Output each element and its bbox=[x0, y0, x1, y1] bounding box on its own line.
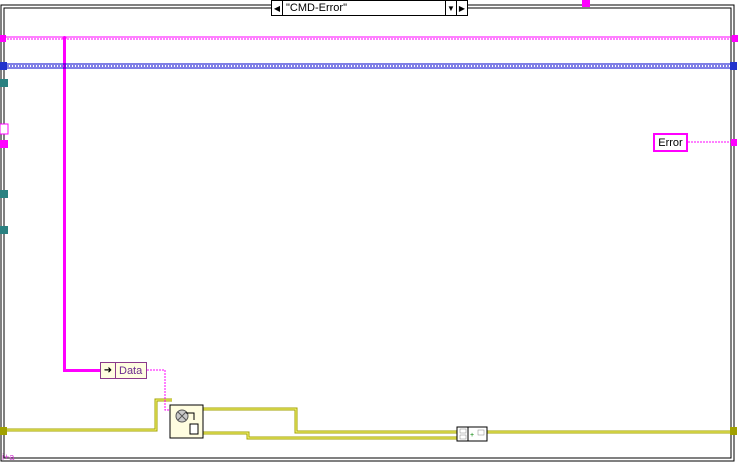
refnum-in-tunnel[interactable] bbox=[0, 62, 7, 70]
left-tunnel-2[interactable] bbox=[0, 123, 9, 135]
data-property-node[interactable]: ➜ Data bbox=[100, 362, 147, 379]
refnum-out-tunnel[interactable] bbox=[730, 62, 737, 70]
puzzle-icon bbox=[175, 409, 199, 435]
error-branch-wire[interactable] bbox=[63, 38, 101, 372]
error-indicator-tunnel[interactable] bbox=[731, 139, 737, 146]
left-tunnel-4[interactable] bbox=[0, 190, 8, 198]
plus-icon: + bbox=[470, 432, 474, 439]
wire-junction-dot bbox=[62, 36, 67, 40]
case-structure-frame bbox=[0, 4, 735, 462]
variant-to-data-node[interactable] bbox=[169, 404, 204, 439]
case-structure-inner-frame bbox=[3, 7, 732, 459]
left-tunnel-1[interactable] bbox=[0, 79, 8, 87]
arrow-right-icon: ➜ bbox=[101, 363, 116, 378]
error-out-tunnel[interactable] bbox=[732, 35, 738, 42]
triangle-down-icon[interactable]: ▼ bbox=[445, 1, 456, 15]
left-tunnel-5[interactable] bbox=[0, 226, 8, 234]
case-selector-label: "CMD-Error" bbox=[286, 2, 347, 14]
error-indicator-label: Error bbox=[658, 136, 683, 149]
left-tunnel-3[interactable] bbox=[0, 140, 8, 148]
error-in-tunnel[interactable] bbox=[0, 35, 6, 42]
cluster-out-tunnel[interactable] bbox=[730, 427, 737, 435]
refnum-wire[interactable] bbox=[4, 63, 734, 69]
triangle-left-icon[interactable]: ◀ bbox=[272, 1, 283, 15]
data-property-label: Data bbox=[119, 364, 143, 377]
cluster-in-tunnel[interactable] bbox=[0, 427, 7, 435]
top-tunnel[interactable] bbox=[582, 0, 590, 7]
bottom-label: i+a bbox=[2, 452, 15, 462]
cluster-wire[interactable] bbox=[4, 398, 734, 440]
triangle-right-icon[interactable]: ▶ bbox=[456, 1, 467, 15]
error-wire-top[interactable] bbox=[4, 36, 734, 40]
case-selector[interactable]: ◀ "CMD-Error" ▼ ▶ bbox=[271, 0, 468, 16]
bundle-by-name-node[interactable]: + bbox=[456, 426, 488, 442]
error-indicator[interactable]: Error bbox=[653, 133, 688, 152]
data-wire[interactable] bbox=[147, 369, 178, 411]
